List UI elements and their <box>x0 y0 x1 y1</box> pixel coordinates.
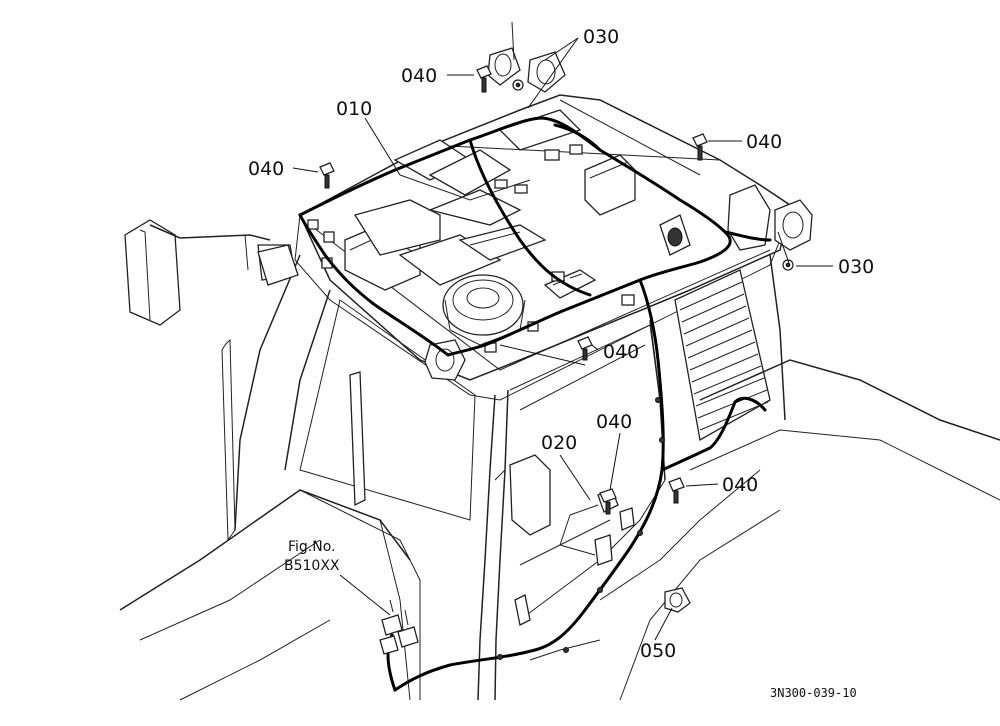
callout-030-top: 030 <box>583 26 619 48</box>
roof-components <box>307 109 691 353</box>
callout-040-left: 040 <box>248 158 284 180</box>
work-lamps <box>257 21 813 381</box>
bolt-left <box>319 162 335 189</box>
leader-lines <box>292 37 833 641</box>
bolt-center <box>577 336 593 361</box>
figure-ref-number: B510XX <box>284 558 340 574</box>
callout-labels: 030 040 010 040 040 030 040 040 020 040 … <box>248 26 874 662</box>
bolt-lowright <box>668 477 685 504</box>
figure-reference: Fig.No. B510XX <box>284 539 391 616</box>
drawing-number: 3N300-039-10 <box>770 686 857 700</box>
cab-outline <box>119 94 1000 701</box>
callout-020: 020 <box>541 432 577 454</box>
callout-040-top: 040 <box>401 65 437 87</box>
bolt-lower <box>599 488 617 515</box>
callout-030-right: 030 <box>838 256 874 278</box>
switch-assembly <box>559 489 691 613</box>
bolt-right <box>692 133 708 161</box>
callout-040-center: 040 <box>603 341 639 363</box>
lower-connectors <box>379 599 419 655</box>
bolt-top <box>476 65 492 93</box>
callout-050: 050 <box>640 640 676 662</box>
figure-ref-label: Fig.No. <box>288 539 336 555</box>
nut-top <box>512 79 524 91</box>
callout-040-lower: 040 <box>596 411 632 433</box>
callout-040-right: 040 <box>746 131 782 153</box>
wire-harness <box>298 116 772 692</box>
rear-grille <box>674 269 771 442</box>
callout-010: 010 <box>336 98 372 120</box>
nut-right <box>782 259 794 271</box>
callout-040-lowright: 040 <box>722 474 758 496</box>
